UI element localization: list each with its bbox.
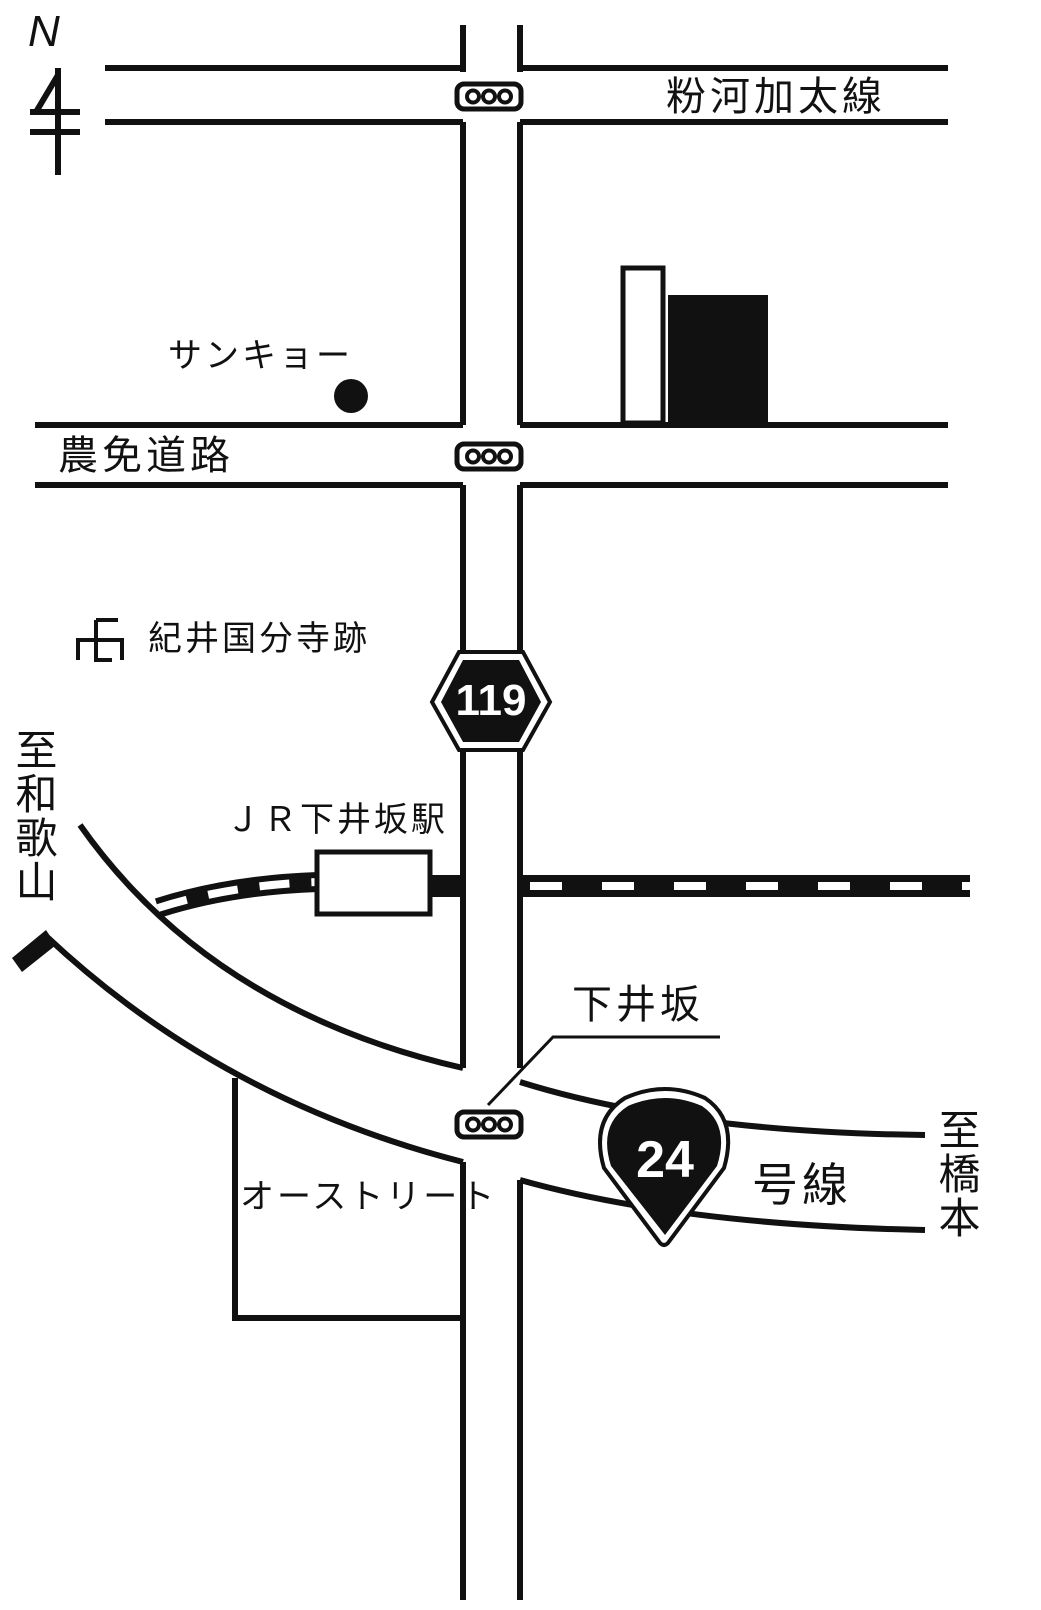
temple-ruins-label: 紀井国分寺跡 xyxy=(148,619,370,659)
austreet-block xyxy=(232,1078,463,1321)
traffic-signal-icon xyxy=(454,441,524,472)
route-119-shield-icon xyxy=(429,650,553,752)
kokawa-kata-road xyxy=(105,65,948,125)
temple-ruins-icon xyxy=(76,618,124,662)
to-hashimoto-label: 至橋本 xyxy=(932,1108,981,1240)
route-24-shield-icon xyxy=(598,1087,731,1247)
traffic-signal-icon xyxy=(454,1109,524,1140)
route-119-number: 119 xyxy=(455,676,527,725)
nomen-road-label: 農免道路 xyxy=(58,433,234,479)
jr-station-label: ＪＲ下井坂駅 xyxy=(226,800,448,840)
jr-railway xyxy=(12,872,970,972)
route-24-number: 24 xyxy=(636,1131,694,1189)
kokawa-kata-road-label: 粉河加太線 xyxy=(666,74,886,120)
traffic-signal-icon xyxy=(454,81,524,112)
destination-building xyxy=(620,265,768,426)
intersection-leader-line xyxy=(486,1035,720,1107)
compass-label: N xyxy=(28,7,60,56)
route-24-suffix-label: 号線 xyxy=(752,1158,852,1212)
to-wakayama-label: 至和歌山 xyxy=(9,728,58,904)
route-119-road xyxy=(460,25,523,1600)
intersection-label: 下井坂 xyxy=(572,982,704,1028)
sankyo-label: サンキョー xyxy=(168,336,353,376)
station-building xyxy=(314,849,433,917)
nomen-road xyxy=(35,422,948,488)
sankyo-marker-icon xyxy=(334,379,368,413)
north-arrow-icon xyxy=(30,68,80,175)
austreet-label: オーストリート xyxy=(240,1177,498,1217)
